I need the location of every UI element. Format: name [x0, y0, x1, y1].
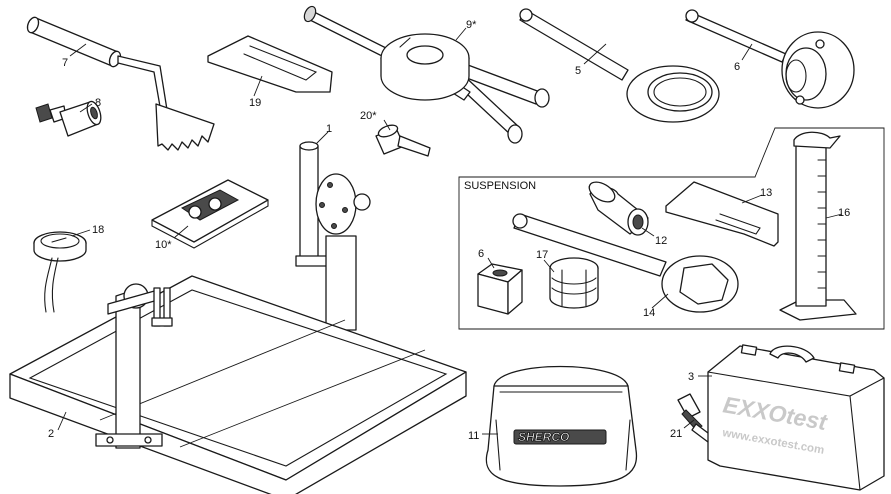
tool-4-spanner	[519, 8, 720, 123]
cylinder-graduations	[817, 159, 827, 289]
label-12: 12	[655, 235, 667, 247]
label-14: 14	[643, 307, 655, 319]
tool-16-graduated-cylinder	[779, 131, 857, 321]
tool-13-notched-plate	[665, 181, 779, 247]
tool-10-manual	[151, 179, 269, 249]
tool-5-collar-wrench	[685, 9, 855, 109]
suspension-group	[458, 127, 885, 330]
label-21: 21	[670, 428, 682, 440]
section-title: SUSPENSION	[464, 180, 536, 192]
tool-2-tray-stand	[9, 275, 467, 494]
tool-21-small-part	[677, 393, 713, 443]
label-6: 6	[478, 248, 484, 260]
tool-8-fitting	[35, 100, 102, 137]
label-2: 2	[48, 428, 54, 440]
label-10: 10*	[155, 239, 172, 251]
tool-14-large-spanner	[512, 213, 739, 313]
label-11: 11	[468, 430, 479, 442]
label-17: 17	[536, 249, 548, 261]
tool-7-rake-handle	[26, 16, 215, 151]
label-19: 19	[249, 97, 261, 109]
label-18: 18	[92, 224, 104, 236]
tool-9-ring-tool	[303, 5, 550, 144]
label-20: 20*	[360, 110, 377, 122]
label-1: 1	[326, 123, 332, 135]
label-4: 5	[575, 65, 581, 77]
tool-18-gauge	[33, 231, 87, 313]
tool-1-stand-column	[295, 141, 371, 331]
label-9: 9*	[466, 19, 477, 31]
tool-6-block	[477, 263, 523, 315]
label-16: 16	[838, 207, 850, 219]
tool-19-fork-plate	[207, 35, 333, 93]
tool-3-case	[707, 344, 885, 491]
tool-11-bag	[485, 365, 638, 487]
label-5: 6	[734, 61, 740, 73]
tool-12-cylinder-tool	[588, 181, 649, 236]
tool-20-pin	[375, 124, 431, 157]
label-8: 8	[95, 97, 101, 109]
leader-lines	[57, 27, 843, 435]
label-13: 13	[760, 187, 772, 199]
tool-17-spring-collet	[549, 257, 599, 309]
label-7: 7	[62, 57, 68, 69]
label-3: 3	[688, 371, 694, 383]
part-labels: 7 8 19 9* 5 6 20* 1 10* 18 2 13 16 12 6 …	[48, 19, 850, 442]
bag-logo-text: SHERCO	[518, 430, 570, 444]
